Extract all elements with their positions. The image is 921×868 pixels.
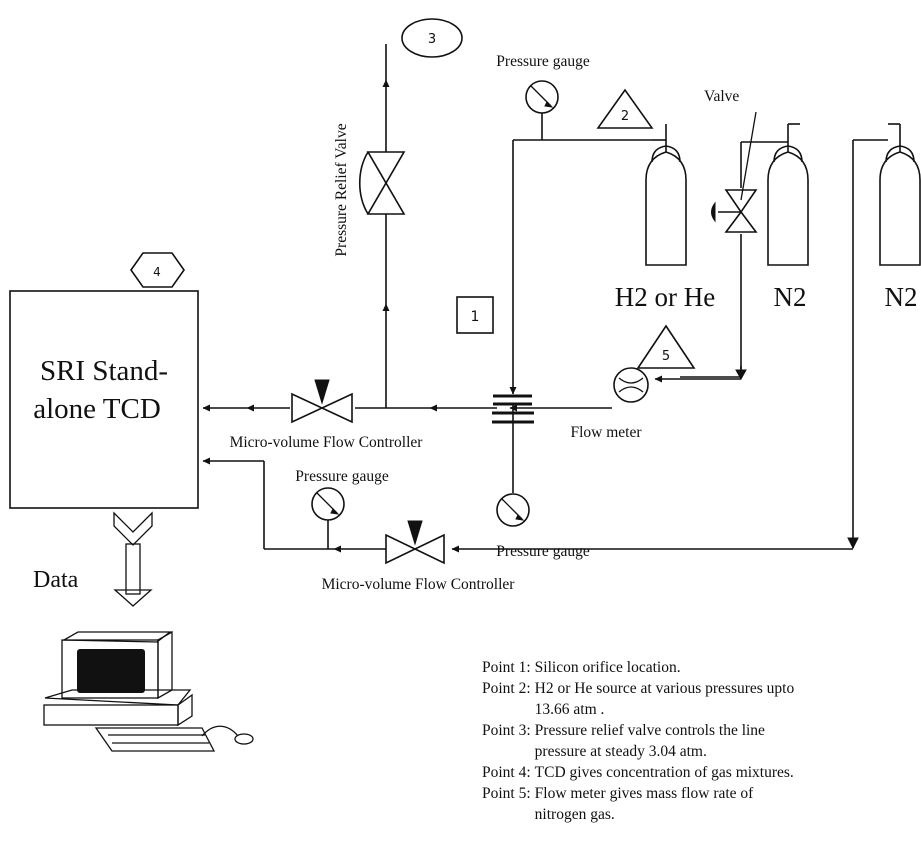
point-4-number: 4 [153, 265, 161, 279]
needle-valve [711, 141, 788, 377]
pressure-relief-valve [359, 151, 406, 215]
cylinder-n2-b [879, 123, 921, 266]
cylinder-h2-he [645, 124, 687, 266]
cylinder-n2-a [767, 123, 809, 266]
note-text: Pressure relief valve controls the line … [534, 722, 765, 760]
point-2-number: 2 [621, 109, 629, 124]
note-text: Flow meter gives mass flow rate of nitro… [534, 785, 754, 823]
cylinder-n2-b-label: N2 [885, 282, 918, 312]
note-label: Point 3: [482, 722, 531, 739]
pressure-gauge-top [525, 80, 559, 140]
note-label: Point 5: [482, 785, 531, 802]
note-text: H2 or He source at various pressures upt… [534, 680, 795, 718]
tcd-unit: SRI Stand- alone TCD [9, 290, 199, 509]
note-point-5: Point 5:Flow meter gives mass flow rate … [482, 783, 797, 825]
tcd-label-line1: SRI Stand- [40, 355, 168, 387]
mfc-lower-label: Micro-volume Flow Controller [322, 576, 516, 593]
tcd-label-line2: alone TCD [33, 393, 161, 425]
flow-meter-label: Flow meter [570, 424, 642, 441]
point-1-tag: 1 [456, 296, 494, 334]
point-3-number: 3 [428, 32, 436, 47]
note-label: Point 4: [482, 764, 531, 781]
point-3-tag: 3 [401, 18, 463, 58]
note-label: Point 1: [482, 659, 531, 676]
note-point-4: Point 4:TCD gives concentration of gas m… [482, 762, 797, 783]
mfc-upper-label: Micro-volume Flow Controller [230, 434, 424, 451]
pressure-gauge-top-label: Pressure gauge [496, 53, 590, 70]
cylinder-h2-he-label: H2 or He [615, 282, 715, 312]
note-point-1: Point 1:Silicon orifice location. [482, 657, 797, 678]
point-1-number: 1 [471, 309, 480, 325]
note-label: Point 2: [482, 680, 531, 697]
note-text: TCD gives concentration of gas mixtures. [534, 764, 794, 781]
cylinder-n2-a-label: N2 [774, 282, 807, 312]
computer [43, 630, 254, 752]
valve-label: Valve [704, 88, 739, 105]
mfc-lower [385, 520, 445, 565]
point-5-number: 5 [662, 349, 670, 364]
pressure-gauge-lower-label: Pressure gauge [295, 468, 389, 485]
point-notes-list: Point 1:Silicon orifice location. Point … [482, 657, 797, 825]
pressure-gauge-lower [311, 487, 345, 549]
note-text: Silicon orifice location. [534, 659, 681, 676]
point-5-tag: 5 [636, 324, 696, 369]
point-2-tag: 2 [596, 88, 654, 129]
pressure-relief-valve-label: Pressure Relief Valve [333, 123, 350, 256]
point-4-tag: 4 [130, 252, 185, 288]
data-output-arrow [113, 511, 153, 607]
pressure-gauge-mid [496, 493, 530, 527]
flow-meter [613, 367, 649, 403]
note-point-3: Point 3:Pressure relief valve controls t… [482, 720, 797, 762]
pressure-gauge-mid-label: Pressure gauge [496, 543, 590, 560]
note-point-2: Point 2:H2 or He source at various press… [482, 678, 797, 720]
silicon-orifice [492, 394, 534, 424]
mfc-upper [291, 379, 353, 424]
data-label: Data [33, 567, 79, 593]
